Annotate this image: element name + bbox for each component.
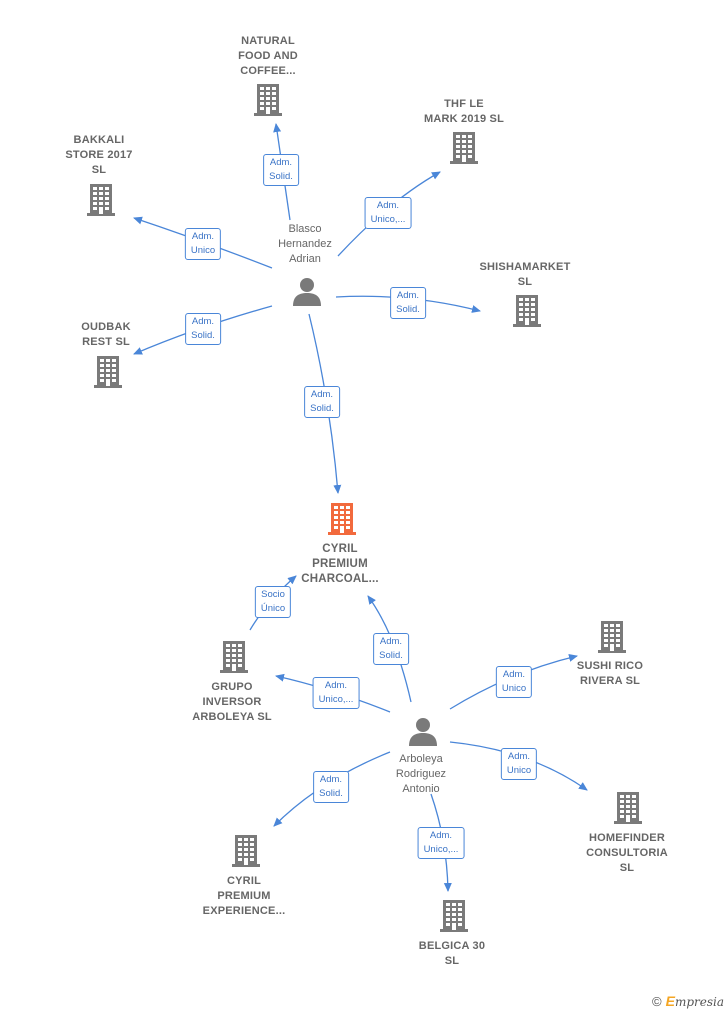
building-icon[interactable] [595, 619, 629, 660]
focal-building-icon[interactable] [325, 501, 359, 542]
company-name[interactable]: SUSHI RICO RIVERA SL [576, 660, 644, 687]
company-name[interactable]: HOMEFINDER CONSULTORIA SL [586, 832, 668, 874]
building-icon[interactable] [447, 130, 481, 171]
building-icon[interactable] [611, 790, 645, 831]
brand-logo-initial: E [665, 993, 675, 1009]
building-icon[interactable] [510, 293, 544, 334]
company-name[interactable]: THF LE MARK 2019 SL [423, 98, 505, 125]
relation-label[interactable]: Adm. Unico [495, 666, 533, 698]
company-name[interactable]: BELGICA 30 SL [418, 940, 486, 967]
footer-brand: © Empresia [652, 993, 724, 1009]
company-name[interactable]: GRUPO INVERSOR ARBOLEYA SL [192, 681, 272, 723]
building-icon[interactable] [229, 833, 263, 874]
company-name[interactable]: NATURAL FOOD AND COFFEE... [238, 35, 298, 77]
relation-label[interactable]: Adm. Solid. [390, 287, 426, 319]
company-name[interactable]: OUDBAK REST SL [81, 321, 131, 348]
relation-label[interactable]: Socio Único [254, 586, 292, 618]
relation-label[interactable]: Adm. Solid. [373, 633, 409, 665]
relation-label[interactable]: Adm. Solid. [263, 154, 299, 186]
building-icon[interactable] [437, 898, 471, 939]
company-name[interactable]: CYRIL PREMIUM EXPERIENCE... [202, 875, 286, 917]
relation-label[interactable]: Adm. Unico,... [417, 827, 465, 859]
relation-label[interactable]: Adm. Solid. [304, 386, 340, 418]
relation-label[interactable]: Adm. Unico,... [364, 197, 412, 229]
building-icon[interactable] [91, 354, 125, 395]
relation-label[interactable]: Adm. Solid. [313, 771, 349, 803]
person-icon[interactable] [292, 276, 322, 311]
relation-label[interactable]: Adm. Unico [184, 228, 222, 260]
company-name[interactable]: SHISHAMARKET SL [479, 261, 571, 288]
building-icon[interactable] [217, 639, 251, 680]
copyright-icon: © [652, 993, 662, 1009]
company-name[interactable]: CYRIL PREMIUM CHARCOAL... [301, 543, 379, 585]
building-icon[interactable] [84, 182, 118, 223]
person-name[interactable]: Arboleya Rodriguez Antonio [395, 753, 447, 795]
relation-label[interactable]: Adm. Unico,... [312, 677, 360, 709]
company-name[interactable]: BAKKALI STORE 2017 SL [65, 134, 133, 176]
brand-logo-text: mpresia [674, 995, 724, 1009]
building-icon[interactable] [251, 82, 285, 123]
person-name[interactable]: Blasco Hernandez Adrian [278, 223, 332, 265]
relation-label[interactable]: Adm. Solid. [185, 313, 221, 345]
relation-label[interactable]: Adm. Unico [500, 748, 538, 780]
person-icon[interactable] [408, 716, 438, 751]
